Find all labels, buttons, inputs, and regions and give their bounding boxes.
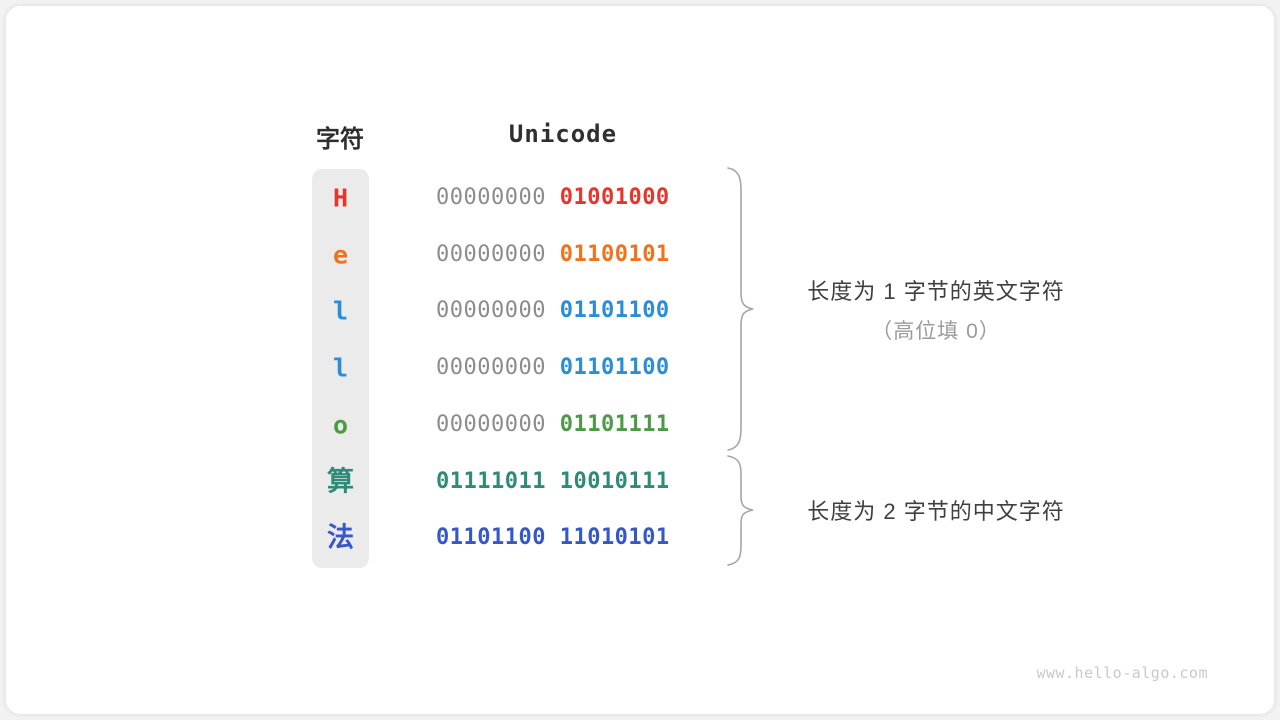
row-unicode-bits: 00000000 01101111 <box>436 411 692 437</box>
row-unicode-value: 01101100 <box>559 298 670 324</box>
row-unicode-padding: 00000000 <box>436 185 560 210</box>
row-character: e <box>332 240 349 270</box>
row-character: l <box>332 296 349 326</box>
row-unicode-value: 01101100 11010101 <box>436 525 670 551</box>
row-unicode-bits: 00000000 01001000 <box>436 187 692 209</box>
row-character: 算 <box>327 466 354 496</box>
column-header-unicode: Unicode <box>508 120 618 148</box>
row-unicode-value: 01100101 <box>559 241 670 267</box>
annotation-english: 长度为 1 字节的英文字符 （高位填 0） <box>766 274 1106 345</box>
row-character: o <box>332 410 349 440</box>
row-character: 法 <box>327 522 354 553</box>
row-unicode-padding: 00000000 <box>436 241 560 267</box>
column-header-character: 字符 <box>316 126 364 153</box>
row-unicode-bits: 00000000 01101100 <box>436 300 692 322</box>
annotation-chinese-line1: 长度为 2 字节的中文字符 <box>807 499 1065 524</box>
row-character: l <box>332 353 349 383</box>
row-unicode-padding: 00000000 <box>436 298 560 324</box>
row-unicode-padding: 00000000 <box>436 355 560 381</box>
brace-english <box>727 167 754 451</box>
row-unicode-value: 01101111 <box>559 411 670 437</box>
row-unicode-bits: 00000000 01100101 <box>436 241 692 267</box>
row-unicode-value: 01111011 10010111 <box>436 468 670 494</box>
annotation-chinese: 长度为 2 字节的中文字符 <box>766 494 1106 526</box>
row-unicode-bits: 01111011 10010111 <box>436 468 692 494</box>
annotation-english-line1: 长度为 1 字节的英文字符 <box>807 279 1065 304</box>
watermark: www.hello-algo.com <box>1036 664 1208 682</box>
row-unicode-value: 01001000 <box>559 185 670 210</box>
character-column-background <box>312 169 369 568</box>
row-character: H <box>332 183 349 213</box>
brace-chinese <box>727 455 754 566</box>
diagram-card: 字符 Unicode H 00000000 01001000 e 00000000 0… <box>6 6 1274 714</box>
row-unicode-bits: 00000000 01101100 <box>436 357 692 379</box>
row-unicode-padding: 00000000 <box>436 411 560 437</box>
row-unicode-value: 01101100 <box>559 355 670 381</box>
row-unicode-bits: 01101100 11010101 <box>436 527 692 549</box>
annotation-english-line2: （高位填 0） <box>871 320 1001 343</box>
